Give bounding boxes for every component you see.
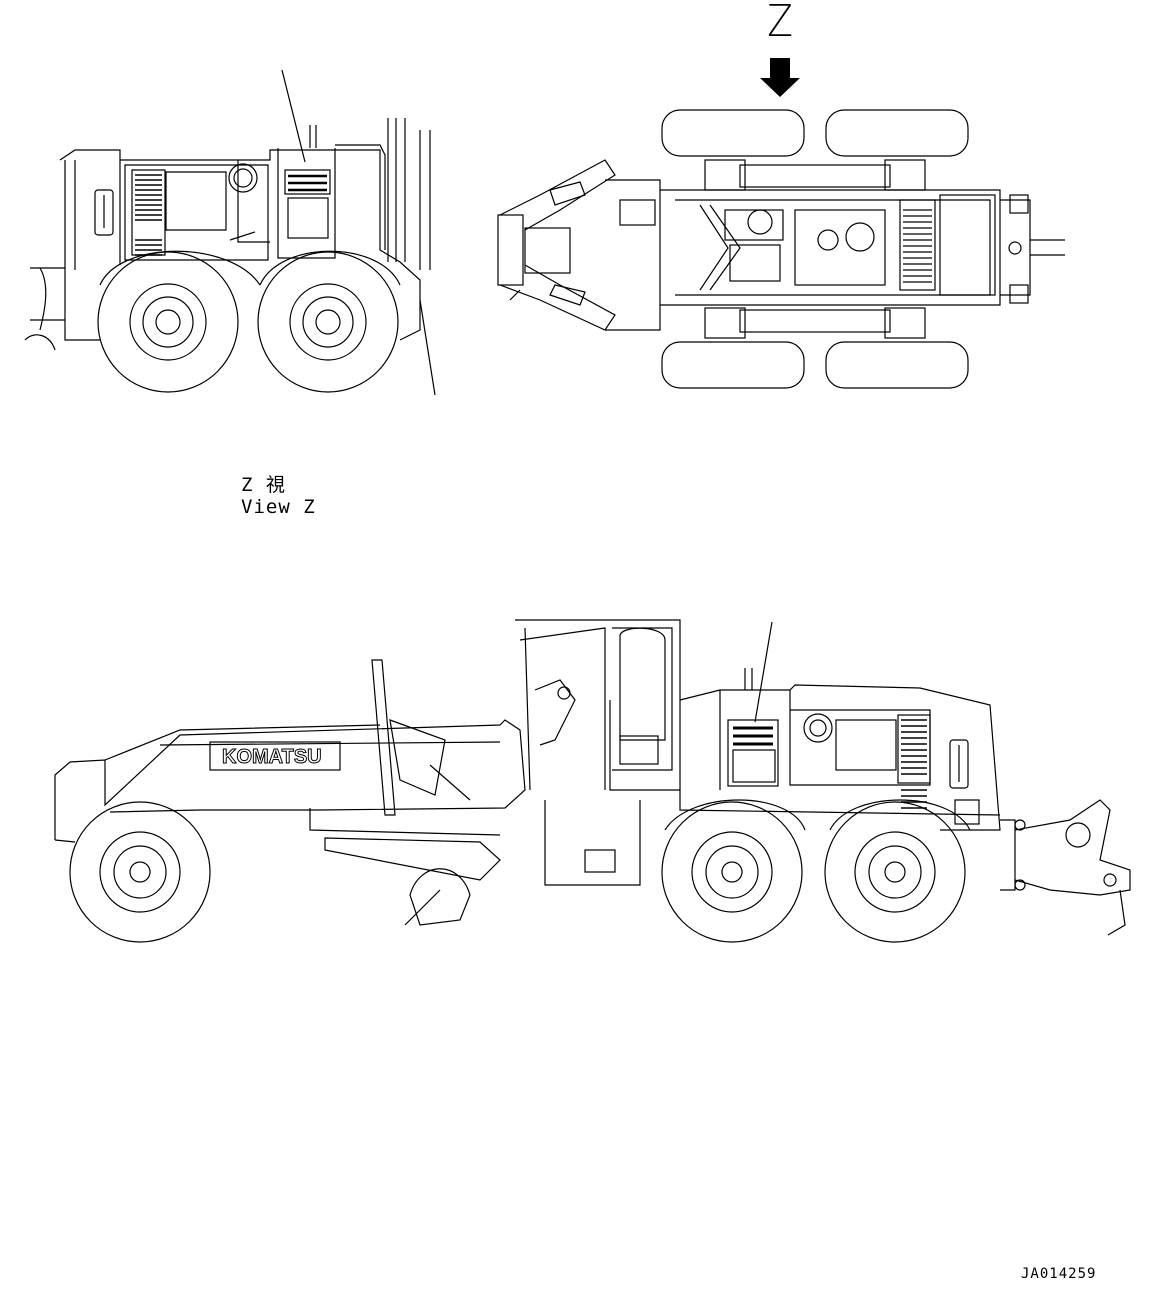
- view-caption-english: View Z: [241, 496, 316, 518]
- view-caption-japanese: Z 視: [241, 474, 286, 496]
- brand-logo: KOMATSU: [222, 746, 322, 768]
- motor-grader-side-view: KOMATSU: [54, 619, 1131, 943]
- drawing-number: JA014259: [1021, 1266, 1097, 1282]
- view-label-z: Z: [767, 0, 793, 47]
- rear-side-view: [24, 69, 436, 396]
- top-view-chassis: [497, 58, 1065, 389]
- rear-wheels: [661, 801, 966, 943]
- view-arrow-icon: [760, 58, 800, 97]
- rear-wheels-side: [97, 251, 399, 393]
